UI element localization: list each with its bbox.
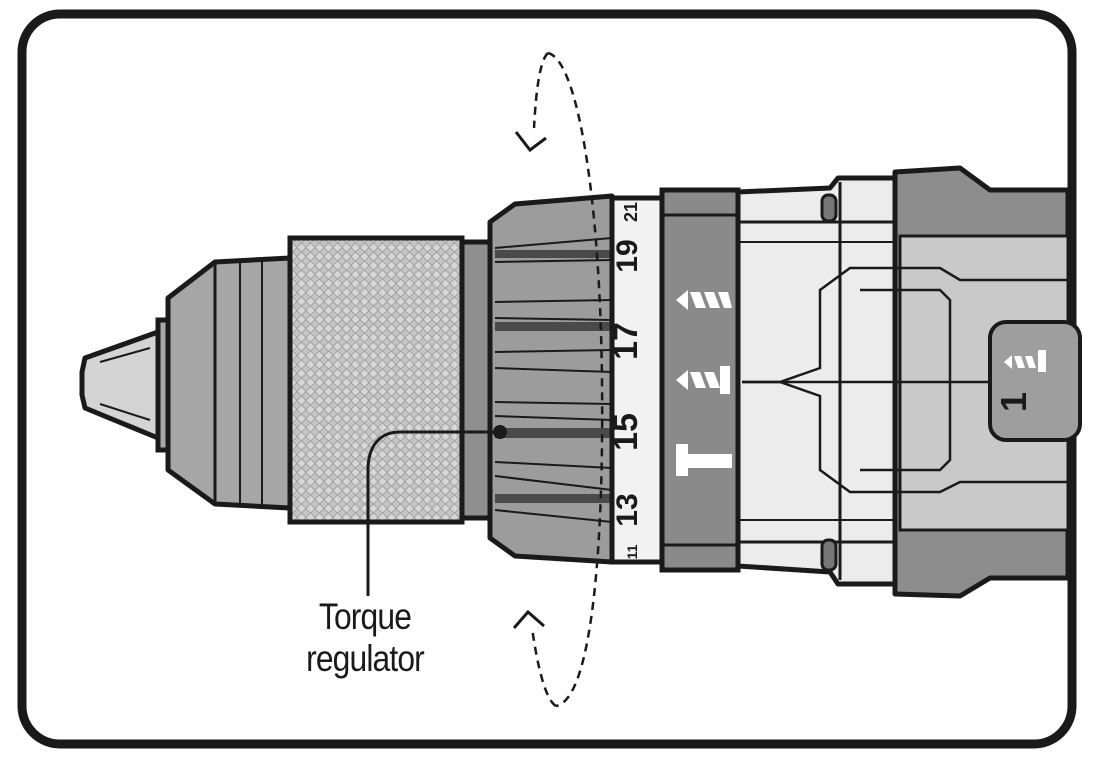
callout-line-1: Torque bbox=[318, 596, 412, 637]
dial-label-11: 11 bbox=[624, 544, 640, 559]
hammer-icon bbox=[676, 444, 732, 476]
callout-line-2: regulator bbox=[306, 638, 425, 679]
drill-bit-icon bbox=[676, 290, 732, 310]
dial-label-17: 17 bbox=[607, 322, 645, 360]
chuck-sleeve bbox=[287, 235, 465, 525]
callout-leader bbox=[366, 425, 507, 596]
torque-regulator-callout: Torque regulator bbox=[292, 596, 438, 680]
screw-small-icon bbox=[1004, 350, 1046, 372]
dial-label-21: 21 bbox=[621, 202, 641, 222]
rotation-arrow bbox=[530, 51, 604, 708]
chuck-front bbox=[165, 255, 293, 511]
dial-label-19: 19 bbox=[611, 239, 644, 272]
arrow-down-head bbox=[512, 609, 545, 629]
dial-label-13: 13 bbox=[611, 493, 644, 526]
dial-label-15: 15 bbox=[607, 413, 645, 451]
arrow-up-head bbox=[514, 131, 547, 153]
speed-selector-label: 1 bbox=[993, 392, 1034, 412]
speed-selector bbox=[988, 320, 1082, 442]
drill-illustration: 21 19 17 15 13 11 bbox=[79, 165, 1082, 599]
screw-icon bbox=[676, 366, 730, 394]
